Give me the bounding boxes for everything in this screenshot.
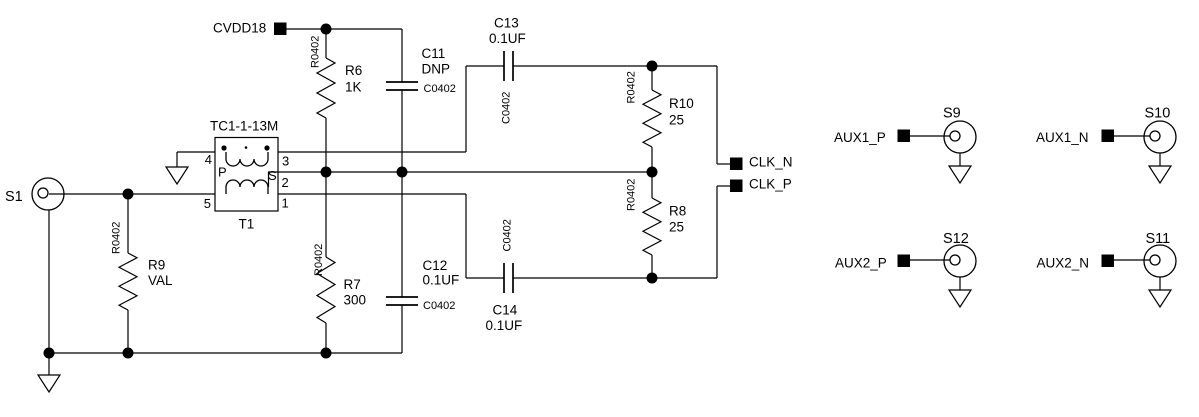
junction-dot (646, 166, 658, 178)
ground-icon-s9 (947, 165, 973, 185)
coax-connector-s12-center-pin (949, 254, 961, 266)
center-mark-dot (244, 146, 248, 149)
junction-dot (43, 347, 55, 359)
coax-connector-s11 (1143, 244, 1177, 278)
label-ref: R8 (669, 204, 686, 219)
coax-connector-s1 (31, 177, 65, 211)
pin-number-3: 3 (282, 154, 289, 169)
aux1-p-net-label: AUX1_P (834, 130, 886, 145)
label-value: 0.1UF (486, 318, 523, 333)
label-ref: R7 (344, 277, 361, 292)
secondary-label: S (268, 168, 277, 183)
coax-connector-s10-center-pin (1149, 130, 1161, 142)
label-ref: C11 (422, 46, 446, 61)
transformer-part-label: TC1-1-13M (210, 119, 278, 134)
aux2-n-net-label: AUX2_N (1037, 256, 1090, 271)
junction-dot (122, 347, 134, 359)
aux2-n-terminal-square (1101, 254, 1114, 267)
coax-connector-s9 (943, 120, 977, 154)
resistor-r6-symbol (315, 57, 337, 119)
ground-icon-s1 (36, 374, 62, 394)
aux2-p-net-label: AUX2_P (835, 256, 887, 271)
footprint-label: C0402 (502, 219, 514, 251)
primary-label: P (218, 165, 227, 180)
label-value: DNP (422, 62, 451, 77)
label-value: 300 (344, 293, 367, 308)
power-terminal-square (274, 22, 287, 35)
resistor-r10-symbol (641, 89, 663, 148)
junction-dot (396, 166, 408, 178)
resistor-r9-symbol (117, 252, 139, 311)
footprint-label: R0402 (111, 222, 123, 254)
coax-connector-s1-center-pin (37, 187, 49, 199)
label-footprint: C0402 (424, 83, 456, 95)
junction-dot (646, 272, 658, 284)
clk-p-net-label: CLK_P (749, 177, 792, 192)
polarity-dot (221, 145, 227, 151)
footprint-label: R0402 (313, 244, 325, 276)
connector-ref-s12: S12 (943, 231, 969, 247)
junction-dot (122, 188, 134, 200)
label-footprint: C0402 (423, 300, 455, 312)
label-value: 0.1UF (423, 273, 460, 288)
polarity-dot (264, 145, 270, 151)
junction-dot (646, 60, 658, 72)
label-ref: R6 (345, 63, 362, 78)
label-ref: R9 (148, 258, 165, 273)
label-value: 1K (345, 80, 362, 95)
connector-ref-s9: S9 (943, 106, 961, 122)
label-ref: C12 (423, 258, 448, 273)
resistor-r8-symbol (641, 197, 663, 256)
label-value: 0.1UF (489, 31, 526, 46)
aux2-p-terminal-square (897, 254, 910, 267)
resistor-r7-symbol (315, 256, 337, 324)
ground-icon-s12 (947, 289, 973, 309)
connector-ref-s1: S1 (5, 189, 23, 205)
footprint-label: R0402 (626, 71, 638, 103)
coax-connector-s10 (1143, 120, 1177, 154)
coax-connector-s12 (943, 244, 977, 278)
transformer-primary-winding (225, 152, 269, 167)
junction-dot (320, 166, 332, 178)
clk-n-net-label: CLK_N (749, 155, 793, 170)
connector-ref-s10: S10 (1145, 106, 1171, 122)
ground-icon-s11 (1147, 289, 1173, 309)
pin-number-2: 2 (282, 175, 289, 190)
aux1-p-terminal-square (897, 129, 910, 142)
coax-connector-s11-center-pin (1149, 254, 1161, 266)
pin-number-5: 5 (204, 196, 211, 211)
coax-connector-s9-center-pin (949, 130, 961, 142)
footprint-label: C0402 (501, 92, 513, 124)
label-ref: R10 (669, 96, 694, 111)
clk-n-terminal-square (730, 157, 743, 170)
ground-icon-s10 (1147, 165, 1173, 185)
junction-dot (320, 23, 332, 35)
label-value: 25 (669, 220, 684, 235)
aux1-n-net-label: AUX1_N (1036, 130, 1089, 145)
label-ref: C14 (493, 303, 518, 318)
transformer-pin2-lead (267, 171, 278, 187)
footprint-label: R0402 (310, 36, 322, 68)
label-value: VAL (148, 273, 173, 288)
pin-number-1: 1 (282, 196, 289, 211)
transformer-ref-label: T1 (239, 217, 255, 232)
pin-number-4: 4 (205, 152, 212, 167)
transformer-secondary-winding (225, 179, 269, 194)
connector-ref-s11: S11 (1146, 231, 1171, 247)
junction-dot (320, 347, 332, 359)
label-value: 25 (669, 113, 684, 128)
power-net-label: CVDD18 (213, 21, 266, 36)
aux1-n-terminal-square (1101, 129, 1114, 142)
label-ref: C13 (494, 16, 519, 31)
ground-icon-t1-pin4 (164, 166, 190, 186)
footprint-label: R0402 (626, 179, 638, 211)
clk-p-terminal-square (730, 179, 743, 192)
transformer-body (214, 136, 279, 212)
